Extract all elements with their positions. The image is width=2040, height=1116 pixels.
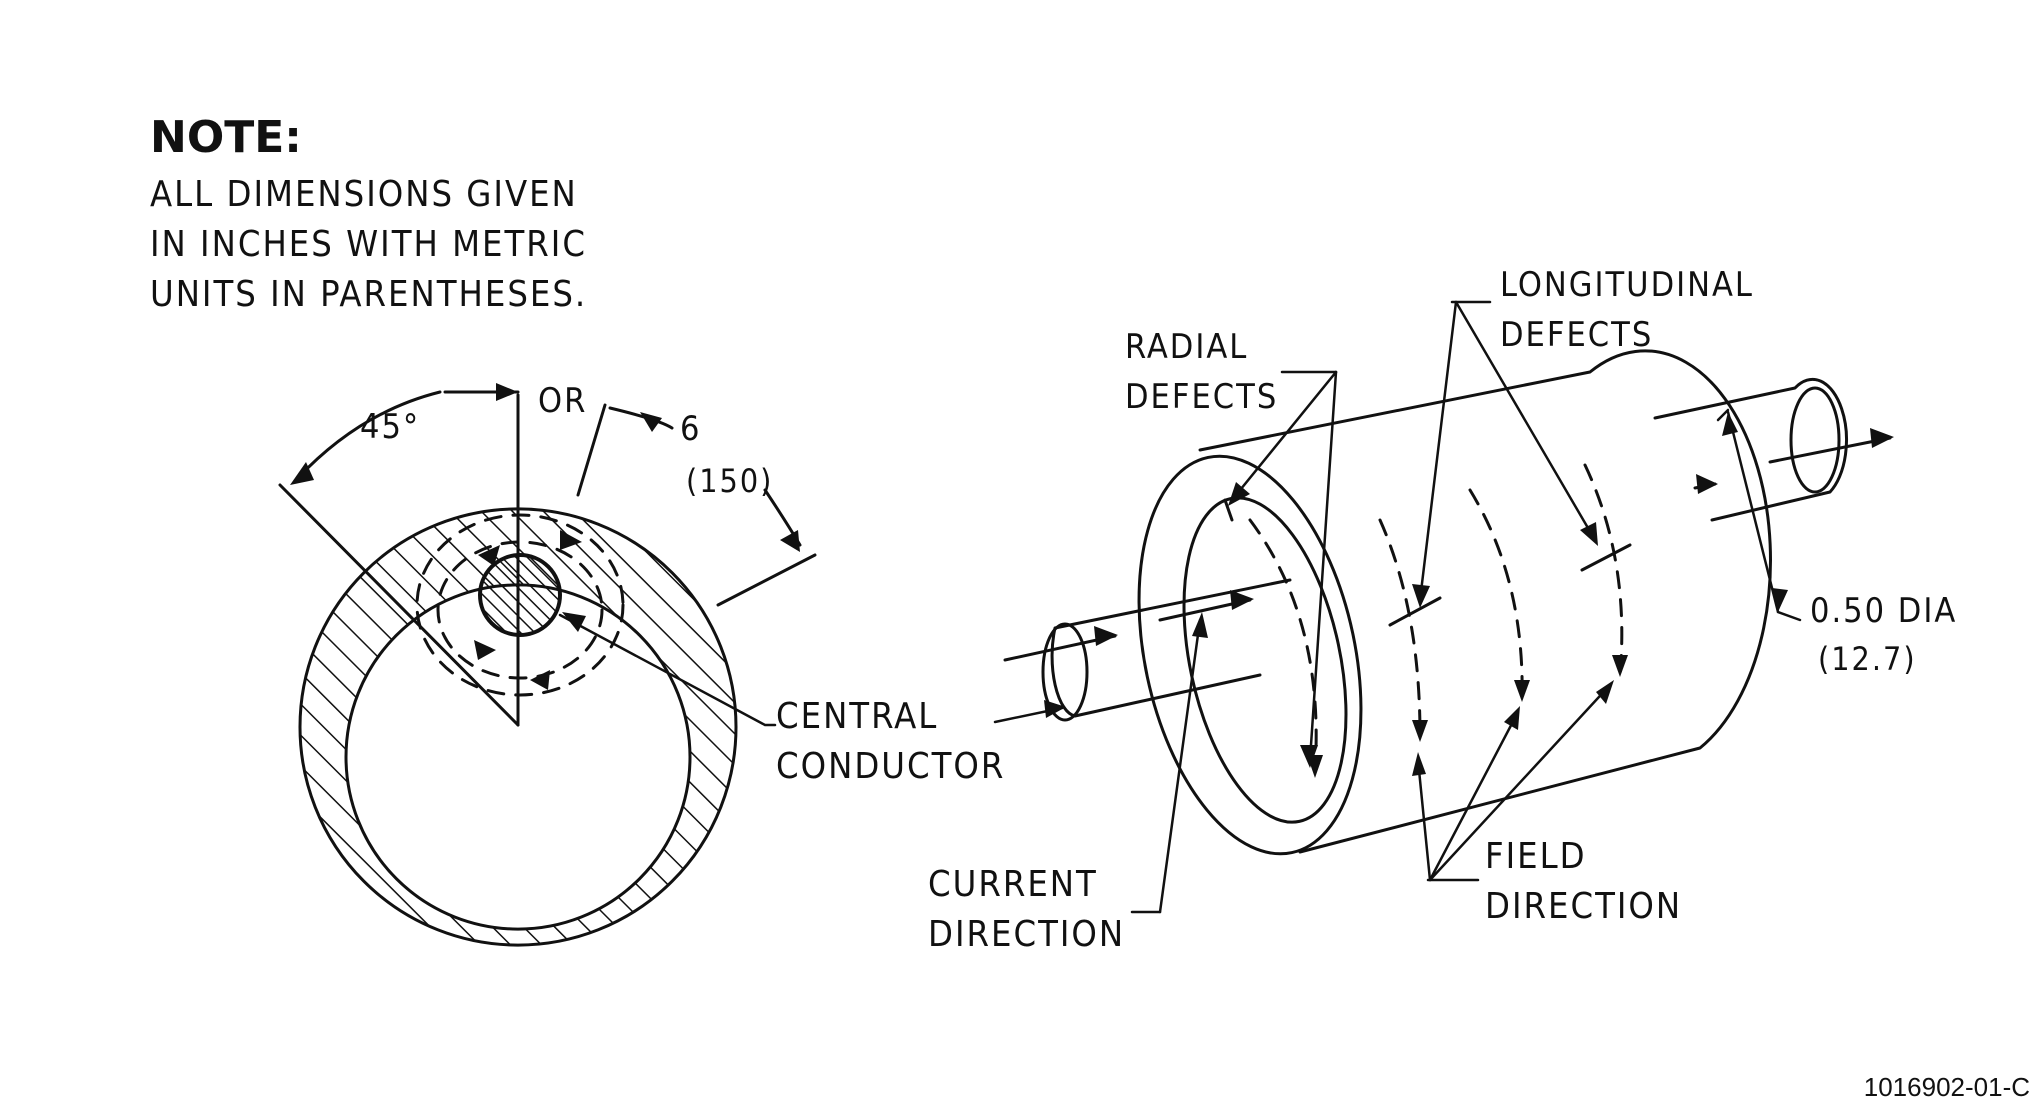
current-arrowhead-right xyxy=(1870,428,1894,448)
field-line-1 xyxy=(1378,518,1422,737)
conductor-leader xyxy=(558,613,777,727)
figure-id: 1016902-01-C xyxy=(1864,1072,2030,1102)
field-leader-arrow-c xyxy=(1596,680,1614,704)
dim-arrow-bottom xyxy=(780,530,800,552)
radial-leader-a xyxy=(1230,370,1338,502)
tube-body xyxy=(1198,349,1772,854)
field-loop-outer xyxy=(415,513,625,697)
rod-left-end xyxy=(1041,622,1089,722)
diameter-arrow-bottom xyxy=(1772,588,1788,612)
longitudinal-defect-1 xyxy=(1388,596,1442,627)
rod-right-end xyxy=(1789,386,1841,494)
dim-arrow-top xyxy=(640,412,662,432)
field-line-3 xyxy=(1583,463,1624,677)
angle-arrow-left xyxy=(290,462,314,485)
longitudinal-leader-b xyxy=(1454,300,1597,542)
note-block: NOTE: ALL DIMENSIONS GIVEN IN INCHES WIT… xyxy=(150,112,587,315)
dim-value-label: 6 xyxy=(680,409,701,449)
current-arrowhead-left xyxy=(1094,626,1118,646)
angle-label: 45° xyxy=(360,407,420,447)
field-label-2: DIRECTION xyxy=(1485,886,1682,927)
field-leader-a xyxy=(1416,758,1432,882)
radial-defect-mark xyxy=(1223,498,1234,522)
current-label-1: CURRENT xyxy=(928,864,1098,905)
cross-section-view: 45° OR 6 (150) CENTRAL CONDUCTOR xyxy=(278,381,1005,947)
field-arrowhead-1 xyxy=(1412,720,1428,742)
loop-arrow-4 xyxy=(530,670,550,690)
current-leader xyxy=(1158,618,1202,914)
longitudinal-leader-a xyxy=(1418,300,1458,602)
diameter-ext-upper xyxy=(1716,408,1730,422)
note-heading: NOTE: xyxy=(150,112,302,163)
central-conductor-section xyxy=(478,553,562,637)
note-line-1: ALL DIMENSIONS GIVEN xyxy=(150,174,578,215)
longitudinal-arrow-a xyxy=(1412,584,1430,608)
note-line-2: IN INCHES WITH METRIC xyxy=(150,224,587,265)
angle-arrow-right xyxy=(496,383,518,401)
isometric-view: LONGITUDINAL DEFECTS RADIAL DEFECTS 0.50… xyxy=(928,265,1957,955)
diameter-dim-line xyxy=(1726,410,1780,614)
radial-arrow-b xyxy=(1300,745,1318,768)
field-arrowhead-3 xyxy=(1612,655,1628,677)
diameter-arrow-top xyxy=(1722,412,1738,436)
radial-leader-b xyxy=(1308,370,1338,762)
rod-left xyxy=(1050,578,1292,718)
loop-arrow-3 xyxy=(560,530,582,550)
conductor-label-1: CENTRAL xyxy=(776,696,938,737)
field-line-front xyxy=(1248,518,1318,772)
longitudinal-defect-2 xyxy=(1580,543,1632,572)
longitudinal-label-1: LONGITUDINAL xyxy=(1500,265,1754,305)
current-leader-lower-arrow xyxy=(1044,700,1066,718)
diameter-leader xyxy=(1776,610,1802,622)
dim-metric-label: (150) xyxy=(686,462,773,500)
radial-arrow-a xyxy=(1228,482,1250,506)
rod-right xyxy=(1653,377,1848,522)
note-line-3: UNITS IN PARENTHESES. xyxy=(150,274,587,315)
current-leader-arrow xyxy=(1192,612,1208,638)
field-leader-arrow-b xyxy=(1504,706,1520,730)
conductor-label-2: CONDUCTOR xyxy=(776,746,1005,787)
field-leader-c xyxy=(1428,683,1612,882)
conductor-leader-arrow xyxy=(562,612,586,632)
or-label: OR xyxy=(538,381,587,421)
radial-label-1: RADIAL xyxy=(1125,327,1248,367)
longitudinal-arrow-b xyxy=(1580,522,1598,546)
angle-arc xyxy=(296,390,442,480)
current-label-2: DIRECTION xyxy=(928,914,1125,955)
diagonal-ref-line xyxy=(278,483,520,727)
tube-front-outer xyxy=(1137,454,1363,856)
diameter-label-2: (12.7) xyxy=(1818,640,1917,678)
dim-extension xyxy=(716,553,817,607)
longitudinal-label-2: DEFECTS xyxy=(1500,315,1653,355)
field-loop-inner xyxy=(436,540,604,680)
or-leader xyxy=(576,403,607,497)
current-arrow-right xyxy=(1768,436,1892,464)
tube-wall-section xyxy=(298,507,738,947)
field-label-1: FIELD xyxy=(1485,836,1587,877)
current-arrowhead-mid xyxy=(1230,590,1254,610)
radial-label-2: DEFECTS xyxy=(1125,377,1278,417)
diameter-label-1: 0.50 DIA xyxy=(1810,591,1957,631)
current-arrowhead-exit xyxy=(1696,474,1718,494)
field-leader-arrow-a xyxy=(1412,752,1426,776)
loop-arrow-2 xyxy=(474,640,496,660)
loop-arrow-1 xyxy=(478,545,500,566)
field-leader-b xyxy=(1428,710,1520,882)
field-line-2 xyxy=(1468,488,1524,702)
field-arrowhead-2 xyxy=(1514,680,1530,702)
dim-arc xyxy=(608,406,674,430)
